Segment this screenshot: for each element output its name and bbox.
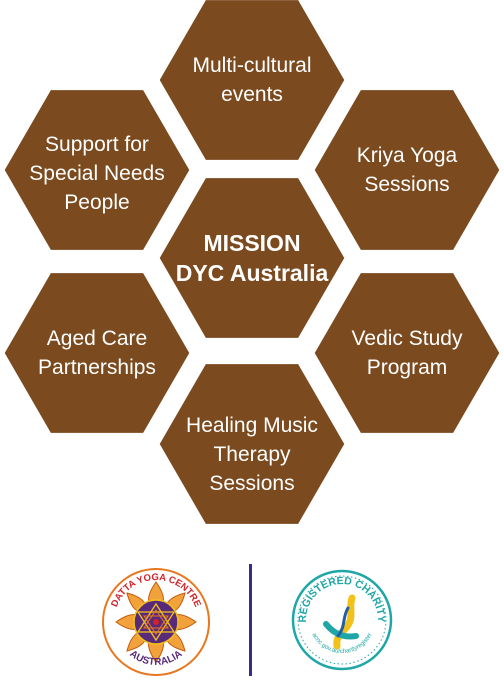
datta-yoga-centre-logo: DATTA YOGA CENTRE AUSTRALIA: [102, 568, 210, 676]
hex-center: [156, 175, 348, 341]
hex-kriya-yoga: [311, 87, 503, 253]
hex-special-needs: [1, 87, 193, 253]
hex-multicultural: [156, 0, 348, 163]
hex-vedic-study: [311, 270, 503, 436]
hex-healing-music: [156, 361, 348, 527]
registered-charity-icon: [323, 594, 359, 650]
logo-divider: [249, 564, 252, 676]
acnc-registered-charity-logo: REGISTERED CHARITY acnc.gov.au/charityre…: [291, 569, 393, 671]
sri-yantra-lotus-icon: [115, 581, 197, 663]
hex-aged-care: [1, 270, 193, 436]
